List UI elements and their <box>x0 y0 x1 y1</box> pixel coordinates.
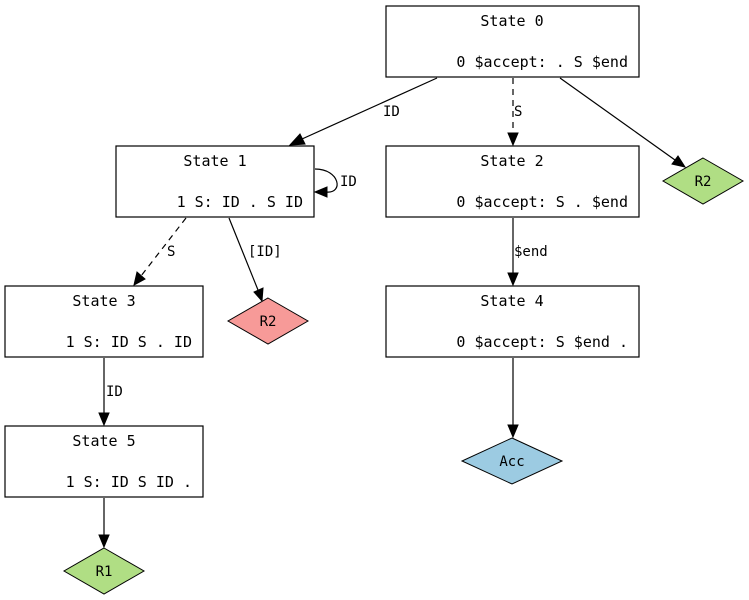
state-1-title: State 1 <box>183 152 246 170</box>
state-4-node: State 4 0 $accept: S $end . <box>385 285 640 358</box>
action-r2-state1-label: R2 <box>260 314 277 330</box>
action-r2-state0: R2 <box>661 157 745 205</box>
state-0-title: State 0 <box>480 12 543 30</box>
state-5-node: State 5 1 S: ID S ID . <box>4 425 204 498</box>
edge-label-s1-r2: [ID] <box>248 244 282 260</box>
state-4-title: State 4 <box>480 292 543 310</box>
edge-label-s1-s1: ID <box>340 174 357 190</box>
edge-s1-r2 <box>228 217 264 303</box>
state-2-item: 0 $accept: S . $end <box>456 193 628 211</box>
action-r2-state0-label: R2 <box>695 174 712 190</box>
action-r1-state5: R1 <box>62 547 146 595</box>
state-4-item: 0 $accept: S $end . <box>456 333 628 351</box>
edge-label-s3-s5: ID <box>106 384 123 400</box>
edge-s2-s4 <box>507 218 519 287</box>
state-3-title: State 3 <box>72 292 135 310</box>
edge-label-s2-s4: $end <box>514 244 548 260</box>
state-1-item: 1 S: ID . S ID <box>177 193 303 211</box>
state-2-title: State 2 <box>480 152 543 170</box>
action-r2-state1: R2 <box>226 297 310 345</box>
state-0-node: State 0 0 $accept: . S $end <box>385 5 640 78</box>
edge-s4-acc <box>507 358 519 439</box>
action-acc-state4-label: Acc <box>499 454 524 470</box>
state-3-item: 1 S: ID S . ID <box>66 333 192 351</box>
edge-s0-s1 <box>288 77 438 146</box>
edge-label-s0-s1: ID <box>383 104 400 120</box>
edge-s1-s3 <box>133 217 187 286</box>
state-3-node: State 3 1 S: ID S . ID <box>4 285 204 358</box>
edge-s5-r1 <box>98 498 110 549</box>
state-5-title: State 5 <box>72 432 135 450</box>
action-acc-state4: Acc <box>460 437 564 485</box>
state-1-node: State 1 1 S: ID . S ID <box>115 145 315 218</box>
state-2-node: State 2 0 $accept: S . $end <box>385 145 640 218</box>
edge-s0-r2 <box>559 77 687 168</box>
state-5-item: 1 S: ID S ID . <box>66 473 192 491</box>
action-r1-state5-label: R1 <box>96 564 113 580</box>
edge-s3-s5 <box>98 358 110 427</box>
edge-s0-s2 <box>507 78 519 147</box>
edge-s1-s1 <box>313 168 338 198</box>
state-0-item: 0 $accept: . S $end <box>456 53 628 71</box>
edge-label-s1-s3: S <box>167 244 175 260</box>
edge-label-s0-s2: S <box>514 104 522 120</box>
